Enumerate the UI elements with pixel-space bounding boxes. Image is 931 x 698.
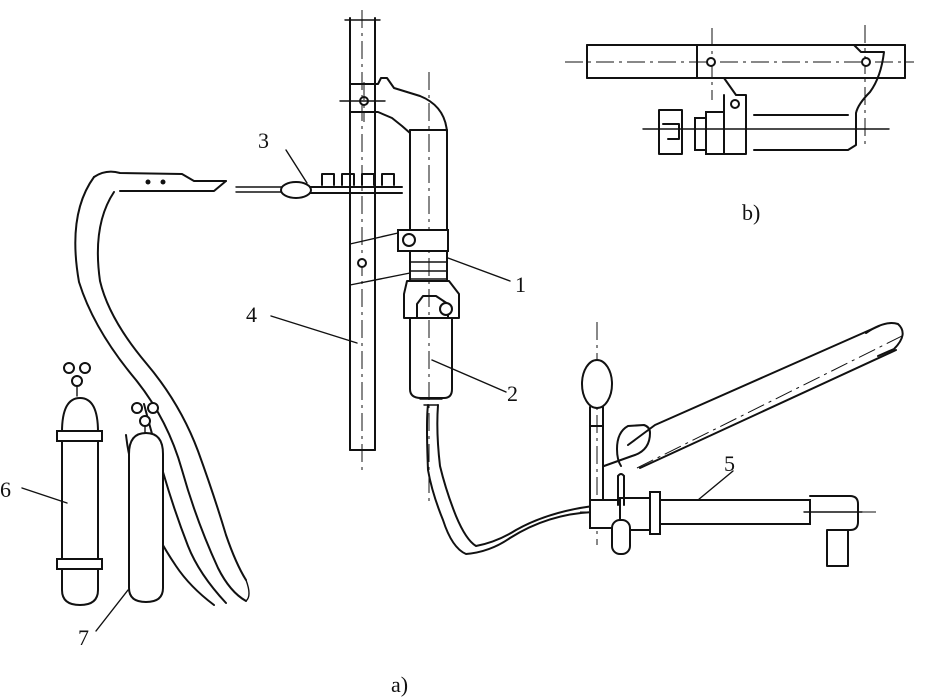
label-view-b: b) <box>742 200 760 225</box>
label-part-6: 6 <box>0 477 11 502</box>
label-part-4: 4 <box>246 302 257 327</box>
nozzle-fitting <box>403 280 460 406</box>
sight-gauge <box>581 322 613 545</box>
label-part-7: 7 <box>78 625 89 650</box>
vertical-support-bar <box>344 10 381 470</box>
torch-body <box>349 72 449 505</box>
control-arm <box>93 170 403 199</box>
upper-clamp-assembly <box>339 77 448 134</box>
nozzle-hose <box>426 404 594 555</box>
label-view-a: a) <box>391 672 408 697</box>
leader-lines <box>21 149 734 632</box>
valve-lever-assembly <box>580 322 907 567</box>
label-part-5: 5 <box>724 451 735 476</box>
label-part-1: 1 <box>515 272 526 297</box>
cylinder-6 <box>56 362 103 607</box>
label-part-3: 3 <box>258 128 269 153</box>
label-part-2: 2 <box>507 381 518 406</box>
detail-view-b <box>565 25 914 155</box>
cylinder-7 <box>128 402 164 604</box>
